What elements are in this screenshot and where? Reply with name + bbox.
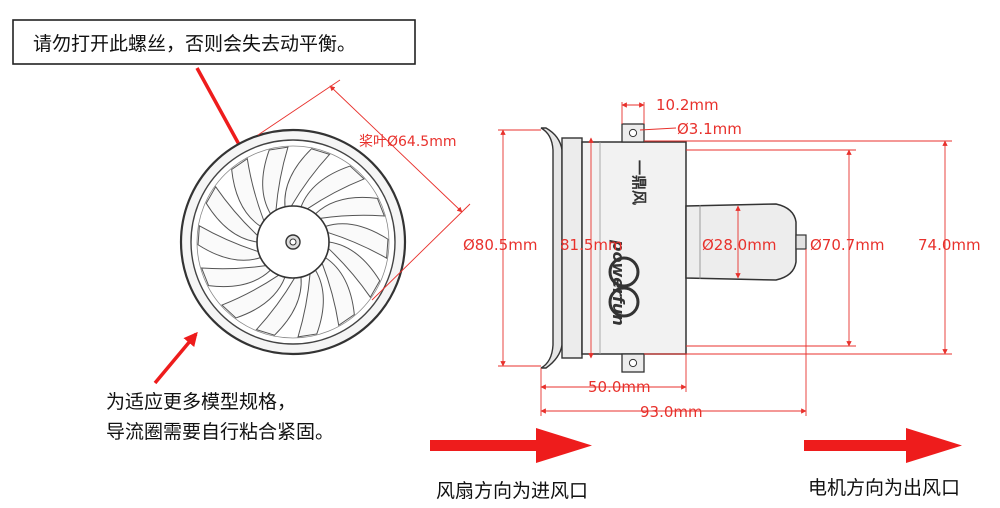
note-line-1: 为适应更多模型规格，: [106, 391, 296, 413]
mount-hole-label: Ø3.1mm: [677, 120, 742, 138]
outlet-label: 电机方向为出风口: [808, 477, 960, 499]
duct-inner-label: 81.5mm: [560, 236, 623, 254]
body-diameter-label: Ø70.7mm: [810, 236, 884, 254]
note-line-2: 导流圈需要自行粘合紧固。: [106, 421, 334, 443]
outlet-arrow: [804, 428, 962, 463]
brand-text-cn: 一鼎风: [630, 160, 648, 205]
inlet-lip: [540, 127, 563, 369]
brand-text: powerfun: [609, 239, 628, 326]
fan-blade: [327, 241, 381, 299]
fan-blades: [197, 146, 389, 338]
fan-side-view: powerfun 一鼎风: [540, 123, 807, 373]
total-height-label: 74.0mm: [918, 236, 981, 254]
mount-width-label: 10.2mm: [656, 96, 719, 114]
warning-text: 请勿打开此螺丝，否则会失去动平衡。: [33, 33, 356, 55]
duct-pointer-arrow: [153, 331, 198, 385]
duct-outer-label: Ø80.5mm: [463, 236, 537, 254]
fan-blade: [255, 276, 302, 336]
motor-diameter-label: Ø28.0mm: [702, 236, 776, 254]
fan-blade: [200, 265, 272, 288]
motor-can: [685, 203, 797, 281]
inlet-label: 风扇方向为进风口: [436, 480, 588, 502]
fan-blade: [205, 185, 259, 243]
motor-shaft: [795, 234, 807, 250]
fan-front-view: [179, 128, 407, 356]
body-length-label: 50.0mm: [588, 378, 651, 396]
fan-blade: [231, 157, 265, 228]
brand-logo: [608, 256, 640, 318]
fan-blade: [321, 256, 355, 327]
blade-diameter-label: 桨叶Ø64.5mm: [359, 133, 456, 150]
warning-callout: 请勿打开此螺丝，否则会失去动平衡。: [12, 19, 416, 65]
fan-blade: [197, 224, 262, 261]
blade-diameter-dimension: [257, 79, 471, 301]
inlet-arrow: [430, 428, 592, 463]
fan-blade: [221, 274, 286, 319]
fan-blade: [262, 146, 289, 215]
fan-blade: [297, 269, 324, 338]
fan-blade: [324, 223, 389, 260]
total-length-label: 93.0mm: [640, 403, 703, 421]
fan-blade: [284, 148, 331, 208]
side-dimension-lines: [498, 102, 952, 416]
